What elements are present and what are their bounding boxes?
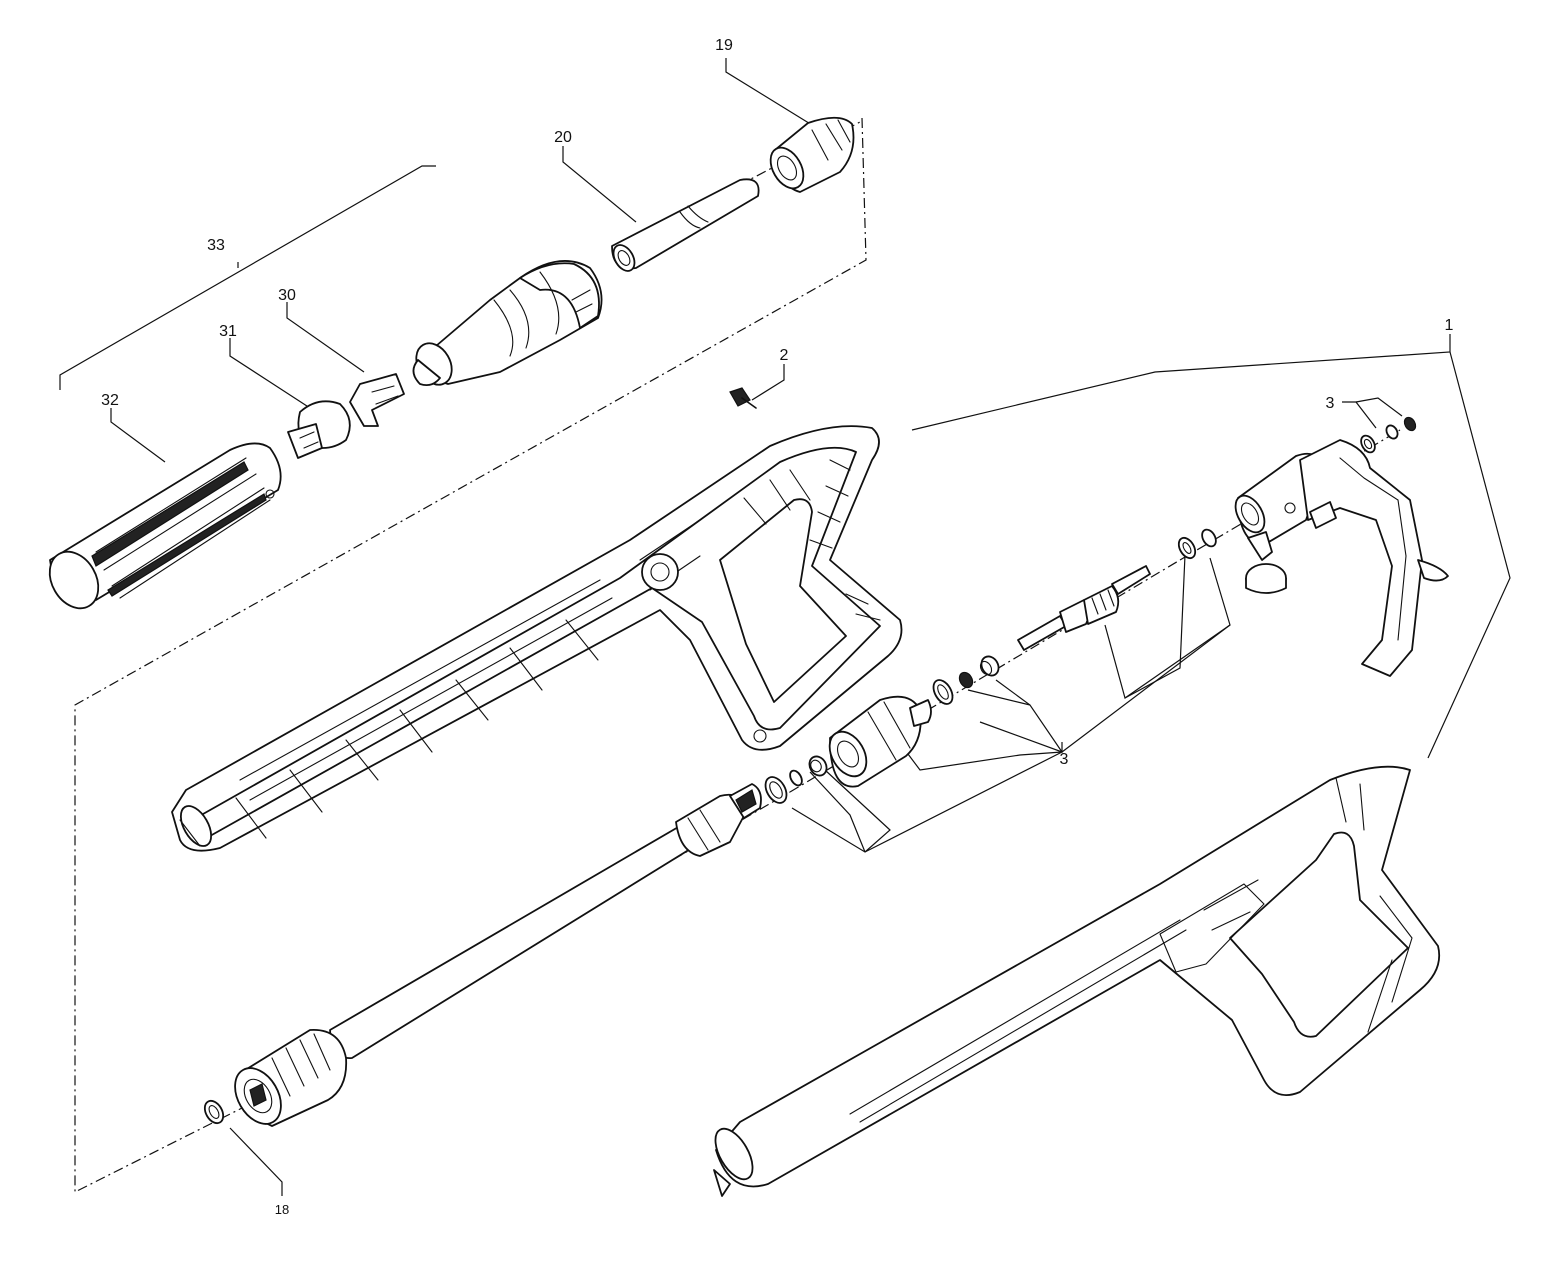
callout-31: 31 — [219, 323, 237, 340]
complete-gun-right-half — [713, 765, 1441, 1197]
callout-2: 2 — [780, 347, 789, 364]
part-2-screw — [729, 387, 757, 409]
callout-30: 30 — [278, 287, 296, 304]
lance-assembly — [203, 755, 828, 1127]
callout-19: 19 — [715, 37, 733, 54]
callout-33: 33 — [207, 237, 225, 254]
gun-housing-left-half — [171, 425, 903, 852]
callout-3-centre: 3 — [1060, 751, 1069, 768]
part-32-nozzle-cover — [48, 442, 282, 610]
part-20-tube — [611, 178, 760, 272]
callout-3-top: 3 — [1326, 395, 1335, 412]
leader-lines — [59, 58, 1511, 1196]
trigger-assembly — [1234, 416, 1449, 677]
callout-32: 32 — [101, 392, 119, 409]
callout-18: 18 — [275, 1202, 289, 1217]
callout-labels: 1 2 3 3 18 19 20 30 31 32 33 — [101, 37, 1453, 1217]
part-31-insert — [287, 400, 351, 459]
coupling-parts — [828, 528, 1217, 788]
part-19-nozzle-nut — [769, 116, 855, 193]
part-30-clip — [349, 373, 405, 427]
part-33-nozzle-body — [412, 260, 603, 387]
callout-20: 20 — [554, 129, 572, 146]
callout-1: 1 — [1445, 317, 1454, 334]
